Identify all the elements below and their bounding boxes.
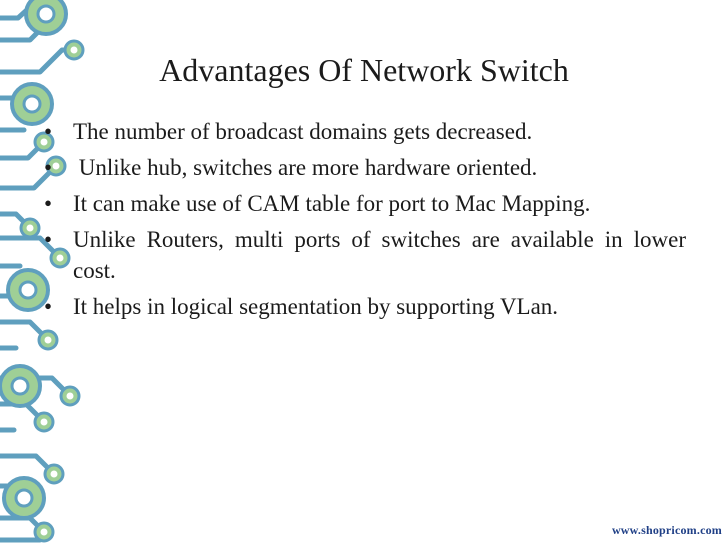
bullet-marker: •	[44, 294, 53, 319]
bullet-item: • Unlike Routers, multi ports of switche…	[44, 224, 686, 286]
bullet-item: • Unlike hub, switches are more hardware…	[44, 152, 686, 183]
bullet-marker: •	[44, 191, 53, 216]
bullet-marker: •	[44, 155, 53, 180]
bullet-text: It can make use of CAM table for port to…	[73, 191, 591, 216]
bullet-item: • It helps in logical segmentation by su…	[44, 291, 686, 322]
bullet-text: It helps in logical segmentation by supp…	[73, 294, 559, 319]
footer-url: www.shopricom.com	[611, 523, 722, 537]
bullet-marker: •	[44, 119, 53, 144]
bullet-text: Unlike Routers, multi ports of switches …	[73, 227, 686, 283]
circuit-board-border	[0, 0, 85, 543]
bullet-text: Unlike hub, switches are more hardware o…	[73, 155, 538, 180]
slide-title: Advantages Of Network Switch	[159, 52, 569, 88]
bullet-item: • It can make use of CAM table for port …	[44, 188, 686, 219]
bullet-item: • The number of broadcast domains gets d…	[44, 116, 686, 147]
bullet-text: The number of broadcast domains gets dec…	[73, 119, 533, 144]
bullet-list: • The number of broadcast domains gets d…	[44, 116, 686, 327]
bullet-marker: •	[44, 227, 53, 252]
